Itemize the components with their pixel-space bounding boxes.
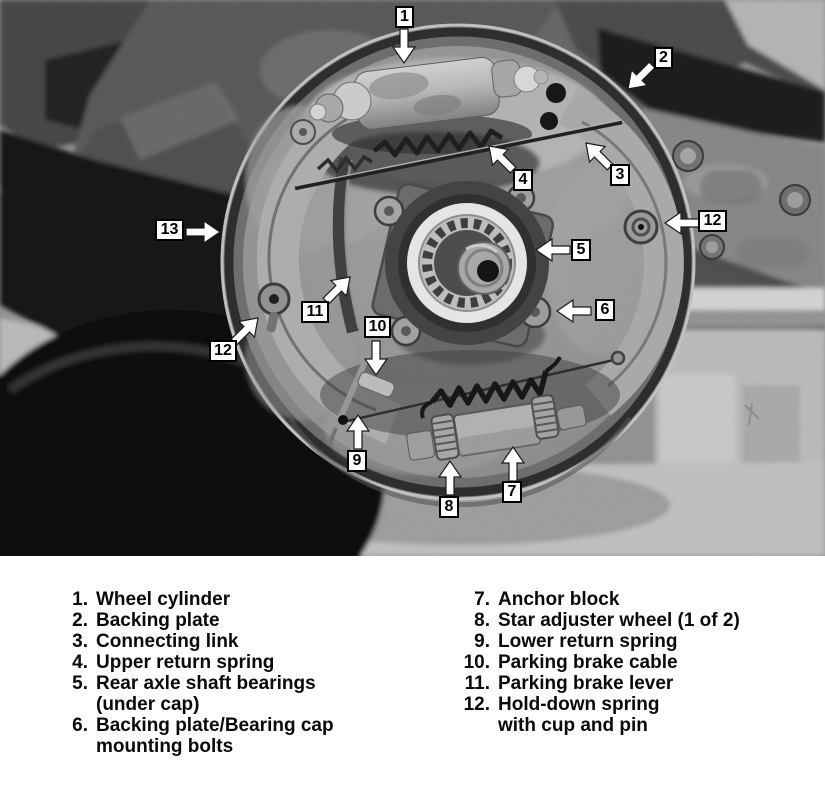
callout-arrow-1 [391,28,417,65]
legend-text: Upper return spring [96,652,275,673]
callout-box-12-right: 12 [698,210,727,232]
callout-box-2: 2 [654,47,673,69]
callout-box-13: 13 [155,219,184,241]
legend-text: Connecting link [96,631,239,652]
legend-num: 1. [72,589,88,610]
legend-num: 5. [72,673,88,694]
callout-box-6: 6 [595,299,615,321]
legend-text: Star adjuster wheel (1 of 2) [498,610,740,631]
callout-box-10: 10 [364,316,391,338]
callout-box-12-left: 12 [209,340,237,362]
callout-arrow-5 [534,237,571,263]
legend-text: Anchor block [498,589,620,610]
legend-item-11: 11. Parking brake lever [458,673,740,694]
callout-arrow-12-left [230,317,259,346]
legend-item-7: 7. Anchor block [458,589,740,610]
brake-assembly-photo: 1 2 3 4 5 6 7 8 9 10 11 12 12 13 [0,0,825,556]
callout-box-5: 5 [571,239,591,261]
callout-box-9: 9 [347,450,367,472]
legend-column-right: 7. Anchor block 8. Star adjuster wheel (… [458,589,740,736]
legend-num: 10. [463,652,490,673]
callout-box-3: 3 [610,164,630,186]
legend-num: 8. [474,610,490,631]
legend-num: 12. [463,694,490,715]
brake-assembly-illustration [0,0,825,556]
callout-arrow-8 [437,459,463,496]
callout-arrow-9 [345,413,371,450]
callout-arrow-10 [363,340,389,377]
callout-arrow-11 [322,276,351,305]
callout-arrow-2 [627,61,656,90]
callout-box-8: 8 [439,496,459,518]
legend-num: 4. [72,652,88,673]
callout-arrow-13 [185,219,222,245]
callout-arrow-3 [585,142,614,171]
legend-item-9: 9. Lower return spring [458,631,740,652]
callout-arrow-6 [555,298,592,324]
callout-arrow-12-right [663,210,700,236]
callout-box-11: 11 [301,301,329,323]
legend-item-5: 5. Rear axle shaft bearings(under cap) [62,673,334,715]
legend-item-3: 3. Connecting link [62,631,334,652]
callout-arrow-4 [488,145,517,174]
legend-text: Lower return spring [498,631,678,652]
legend-item-2: 2. Backing plate [62,610,334,631]
legend-num: 6. [72,715,88,736]
legend-num: 3. [72,631,88,652]
legend-num: 7. [474,589,490,610]
legend: 1. Wheel cylinder 2. Backing plate 3. Co… [0,556,825,796]
legend-item-4: 4. Upper return spring [62,652,334,673]
callout-arrow-7 [500,445,526,482]
legend-text: Wheel cylinder [96,589,231,610]
legend-item-8: 8. Star adjuster wheel (1 of 2) [458,610,740,631]
legend-text: Parking brake lever [498,673,674,694]
legend-text: Backing plate [96,610,220,631]
legend-item-1: 1. Wheel cylinder [62,589,334,610]
legend-column-left: 1. Wheel cylinder 2. Backing plate 3. Co… [62,589,334,757]
callout-box-4: 4 [513,169,533,191]
callout-box-7: 7 [502,481,522,503]
legend-num: 9. [474,631,490,652]
legend-text: Parking brake cable [498,652,678,673]
callout-box-1: 1 [395,6,414,28]
legend-num: 11. [464,673,490,694]
legend-item-10: 10. Parking brake cable [458,652,740,673]
legend-num: 2. [72,610,88,631]
legend-text: Rear axle shaft bearings(under cap) [96,673,316,715]
